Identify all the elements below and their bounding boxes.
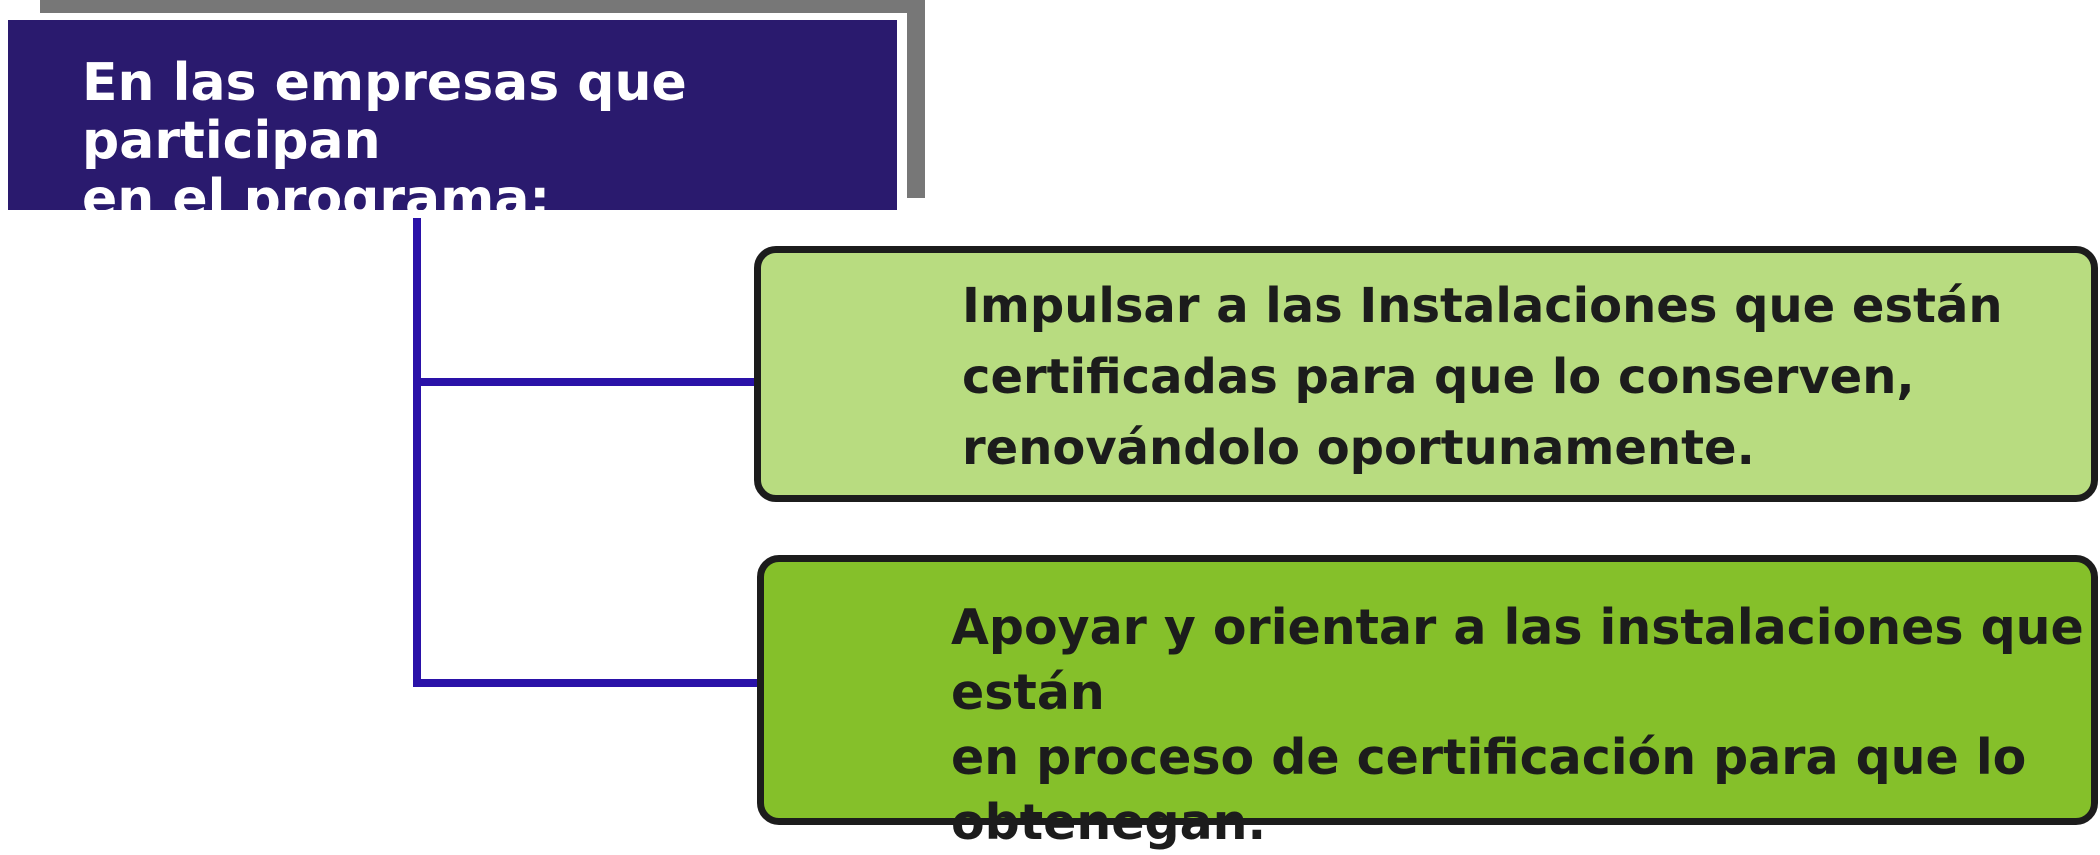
header-box: En las empresas que participan en el pro… (8, 20, 897, 228)
card-2-line-2: en proceso de certificación para que lo (951, 729, 2027, 786)
header-title: En las empresas que participan en el pro… (82, 54, 877, 228)
objective-card-2-text: Apoyar y orientar a las instalaciones qu… (951, 595, 2091, 855)
header-title-line-2: en el programa: (82, 169, 551, 229)
header-title-line-1: En las empresas que participan (82, 53, 687, 171)
card-2-line-1: Apoyar y orientar a las instalaciones qu… (951, 599, 2084, 721)
objective-card-2: Apoyar y orientar a las instalaciones qu… (757, 555, 2098, 851)
card-1-line-3: renovándolo oportunamente. (962, 420, 1755, 476)
card-2-line-3: obtenegan. (951, 794, 1267, 851)
connector-vertical-line (413, 218, 421, 686)
objective-card-1: Impulsar a las Instalaciones que están c… (754, 246, 2098, 502)
header-shadow-frame (40, 0, 925, 198)
card-1-line-2: certificadas para que lo conserven, (962, 349, 1915, 405)
connector-branch-1 (413, 378, 758, 386)
connector-branch-2 (413, 679, 758, 687)
card-1-line-1: Impulsar a las Instalaciones que están (962, 278, 2003, 334)
objective-card-1-text: Impulsar a las Instalaciones que están c… (962, 271, 2003, 484)
